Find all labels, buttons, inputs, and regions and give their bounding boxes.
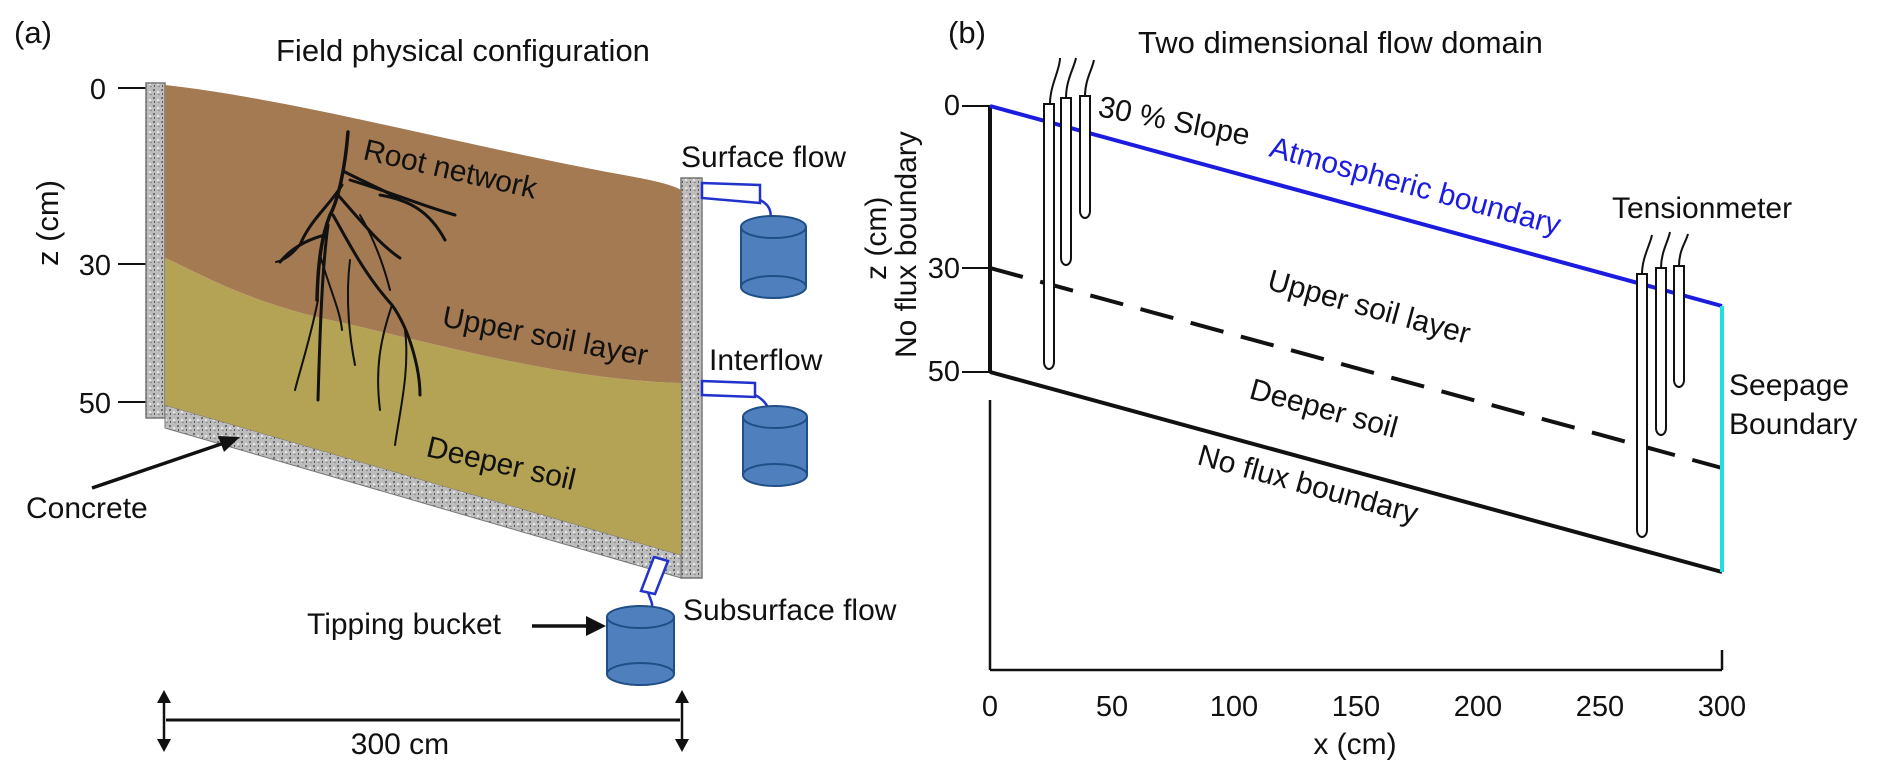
width-dimension: 300 cm bbox=[157, 690, 689, 761]
panel-b-tick-label-0: 0 bbox=[944, 90, 960, 122]
tensiometer-left-3-wire bbox=[1084, 59, 1095, 97]
tensiometer-right-1 bbox=[1636, 273, 1648, 538]
seepage-label-line1: Seepage bbox=[1729, 369, 1849, 402]
panel-a-tag: (a) bbox=[14, 15, 52, 50]
interflow-pipe bbox=[700, 379, 757, 399]
width-dimension-right-up-arrow bbox=[675, 690, 689, 703]
no-flux-left-label: No flux boundary bbox=[890, 131, 923, 358]
x-tick-0: 0 bbox=[982, 691, 998, 723]
deeper-soil-label-b: Deeper soil bbox=[1246, 373, 1401, 445]
bottom-no-flux-boundary-line bbox=[989, 370, 1723, 574]
panel-b-title: Two dimensional flow domain bbox=[1138, 25, 1543, 60]
panel-b-tag: (b) bbox=[948, 15, 986, 50]
surface-flow-bucket-bottom bbox=[740, 275, 807, 299]
tensiometer-group-left bbox=[1043, 57, 1095, 370]
no-flux-bottom-label: No flux boundary bbox=[1194, 439, 1421, 531]
tipping-bucket-label: Tipping bucket bbox=[307, 608, 502, 641]
panel-a-tick-label-0: 0 bbox=[90, 74, 106, 106]
panel-a-title: Field physical configuration bbox=[276, 33, 650, 68]
seepage-label-line2: Boundary bbox=[1729, 408, 1857, 441]
concrete-left-wall bbox=[145, 82, 166, 419]
panel-b-x-ticks: 0 50 100 150 200 250 300 bbox=[982, 691, 1746, 723]
panel-b-x-axis-label: x (cm) bbox=[1313, 728, 1396, 761]
concrete-label: Concrete bbox=[26, 492, 148, 525]
tensiometer-right-2-wire bbox=[1660, 231, 1671, 269]
subsurface-flow-label: Subsurface flow bbox=[683, 594, 897, 627]
panel-a-z-ticks: 0 30 50 bbox=[79, 74, 146, 420]
panel-a-tick-label-30: 30 bbox=[79, 250, 111, 282]
surface-flow-pipe bbox=[700, 181, 762, 205]
concrete-arrow-line bbox=[91, 441, 225, 490]
width-dimension-left-up-arrow bbox=[157, 690, 171, 703]
tensiometer-right-3 bbox=[1673, 265, 1685, 388]
tipping-bucket-bottom bbox=[606, 662, 675, 686]
tensionmeter-label: Tensionmeter bbox=[1612, 192, 1792, 225]
tensiometer-left-1 bbox=[1043, 103, 1055, 370]
panel-a-tick-label-50: 50 bbox=[79, 388, 111, 420]
tensiometer-left-2 bbox=[1060, 97, 1072, 266]
tipping-bucket-top bbox=[606, 605, 675, 629]
tensiometer-right-2 bbox=[1655, 267, 1667, 436]
layer-interface-dashed-line bbox=[989, 266, 1723, 470]
interflow-bucket-bottom bbox=[742, 463, 808, 487]
tensiometer-group-right bbox=[1636, 231, 1689, 538]
tensiometer-right-3-wire bbox=[1678, 233, 1689, 267]
panel-a: (a) Field physical configuration z (cm) … bbox=[14, 15, 897, 761]
x-tick-50: 50 bbox=[1096, 691, 1128, 723]
interflow-bucket-top bbox=[742, 405, 808, 429]
x-tick-100: 100 bbox=[1210, 691, 1258, 723]
panel-b-tick-label-50: 50 bbox=[928, 356, 960, 388]
width-dimension-right-down-arrow bbox=[675, 739, 689, 752]
panel-b-z-axis-label: z (cm) bbox=[860, 197, 893, 280]
subsurface-flow-pipe bbox=[639, 555, 670, 596]
tensiometer-left-3 bbox=[1079, 95, 1091, 219]
root-network-drawing bbox=[275, 130, 457, 446]
panel-a-z-axis-label: z (cm) bbox=[30, 180, 65, 266]
surface-flow-label: Surface flow bbox=[681, 141, 846, 174]
tensiometer-right-1-wire bbox=[1641, 234, 1653, 275]
x-tick-200: 200 bbox=[1454, 691, 1502, 723]
interflow-collector bbox=[700, 379, 808, 487]
width-dimension-left-down-arrow bbox=[157, 739, 171, 752]
deeper-soil-layer bbox=[165, 258, 681, 555]
panel-b-tick-label-30: 30 bbox=[928, 253, 960, 285]
x-tick-300: 300 bbox=[1698, 691, 1746, 723]
panel-b-z-ticks: 0 30 50 bbox=[928, 90, 990, 388]
surface-flow-collector bbox=[700, 181, 807, 299]
upper-soil-layer-label-b: Upper soil layer bbox=[1264, 264, 1474, 351]
subsurface-flow-collector bbox=[606, 555, 675, 686]
tensiometer-left-2-wire bbox=[1065, 57, 1077, 99]
width-dimension-label: 300 cm bbox=[351, 728, 449, 761]
concrete-arrow-head bbox=[218, 436, 240, 452]
upper-soil-layer bbox=[165, 85, 681, 383]
x-tick-250: 250 bbox=[1576, 691, 1624, 723]
interflow-label: Interflow bbox=[709, 344, 823, 377]
atmospheric-boundary-label: Atmospheric boundary bbox=[1266, 131, 1564, 242]
atmospheric-boundary-line bbox=[989, 104, 1723, 308]
panel-b: (b) Two dimensional flow domain z (cm) N… bbox=[860, 15, 1857, 761]
surface-flow-bucket-top bbox=[740, 215, 807, 239]
x-tick-150: 150 bbox=[1332, 691, 1380, 723]
concrete-right-wall bbox=[680, 177, 703, 579]
tipping-bucket-arrow-head bbox=[586, 616, 606, 636]
tensiometer-left-1-wire bbox=[1049, 57, 1061, 105]
